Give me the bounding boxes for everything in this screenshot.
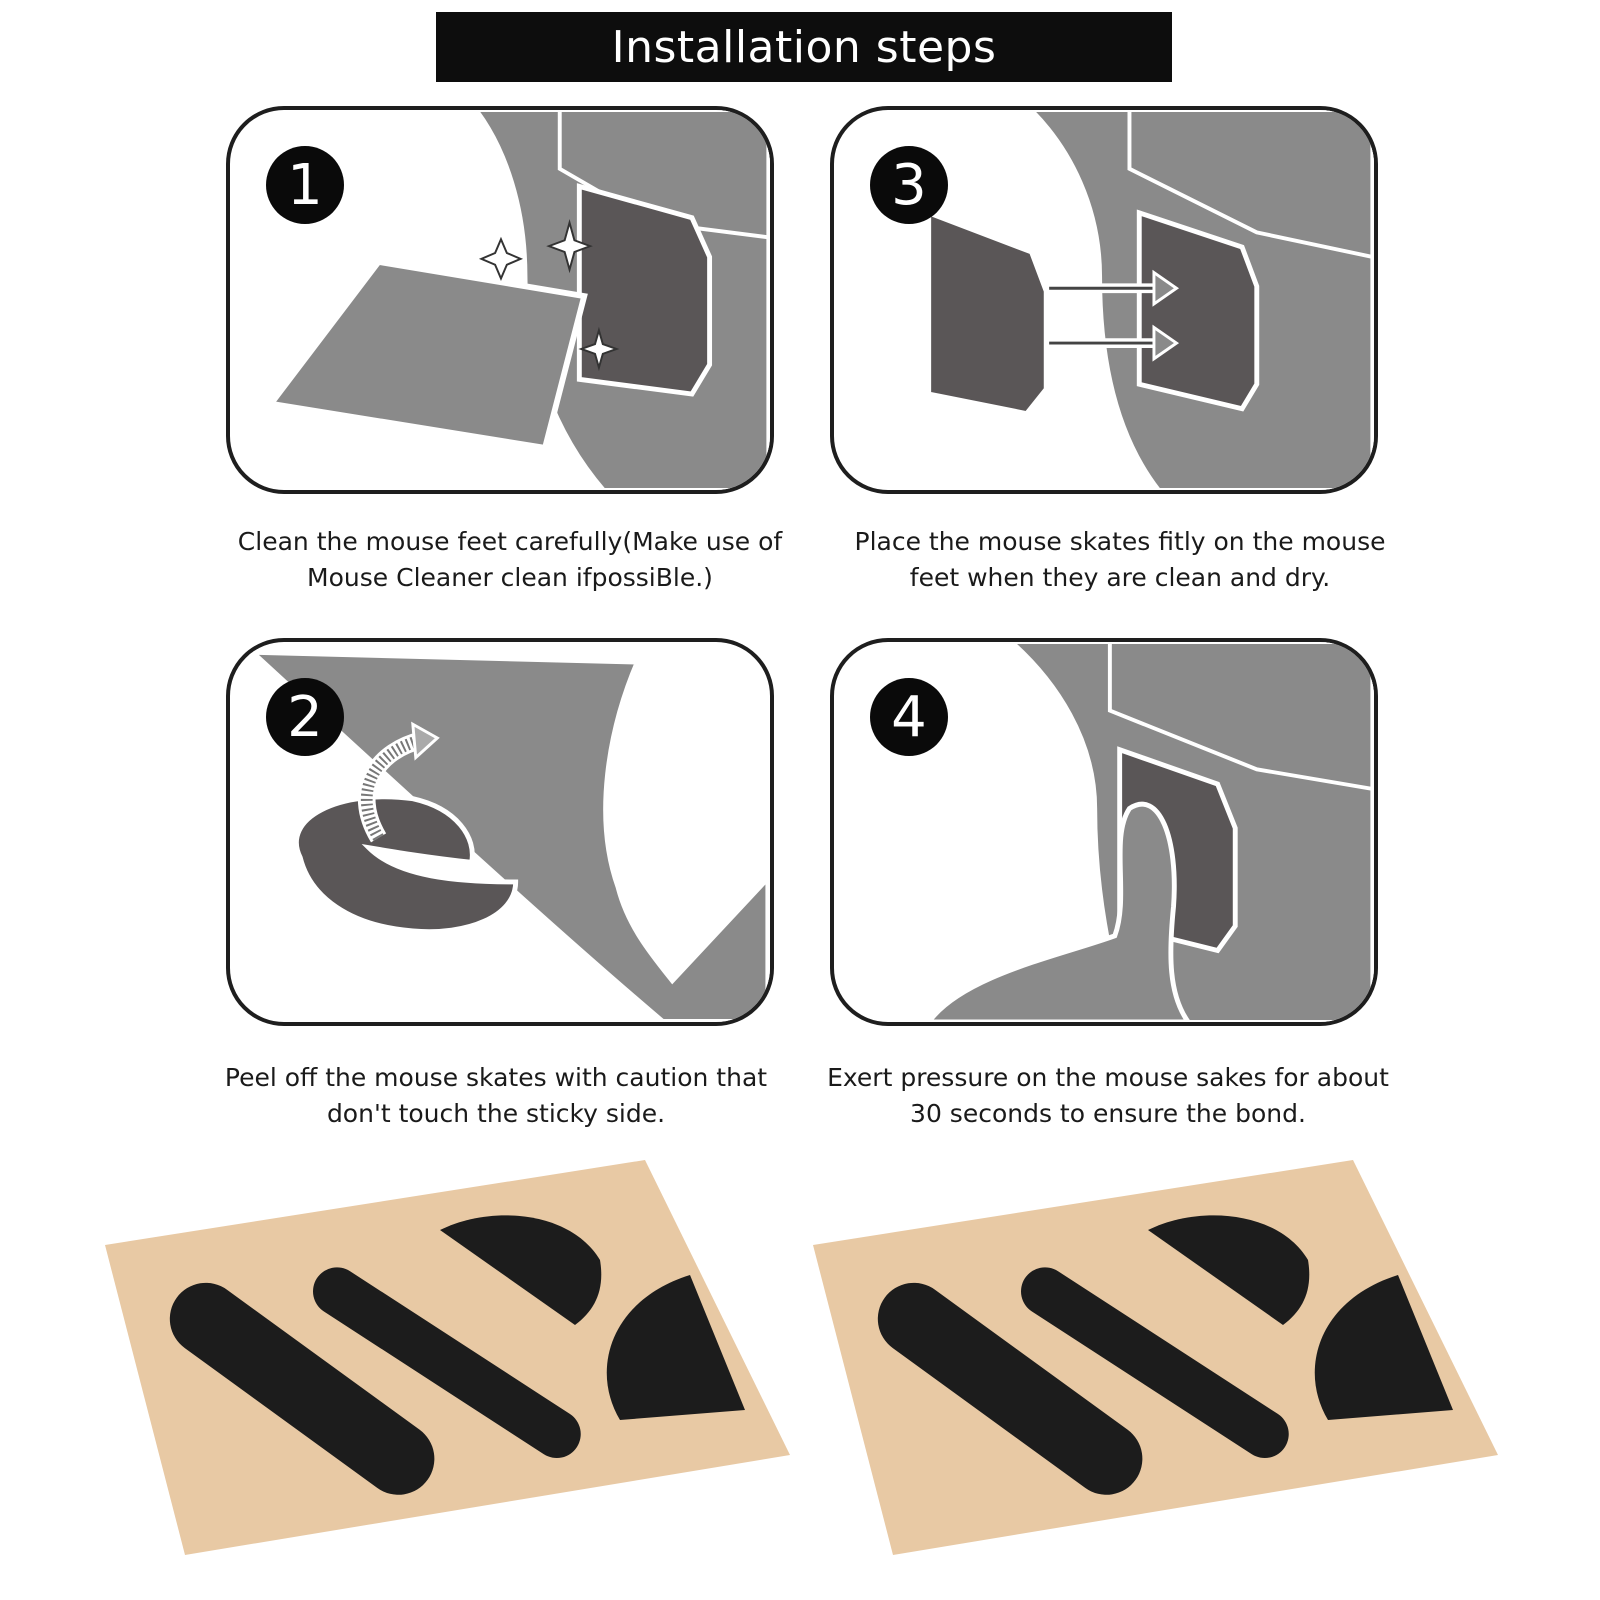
curved-arrow-icon bbox=[358, 721, 440, 843]
arrow-right-icon bbox=[1049, 269, 1180, 362]
step-2-illustration: 2 bbox=[226, 638, 774, 1026]
page-title: Installation steps bbox=[436, 12, 1172, 82]
step-4-caption: Exert pressure on the mouse sakes for ab… bbox=[827, 1063, 1389, 1128]
skates-product-photo-right bbox=[808, 1150, 1508, 1570]
skate-pill-large bbox=[877, 1282, 1143, 1495]
skates-product-photo-left bbox=[100, 1150, 800, 1570]
step-3-drawing bbox=[926, 110, 1374, 490]
step-1-drawing bbox=[265, 110, 770, 490]
skate-half-round-top bbox=[440, 1215, 602, 1325]
skate-half-round-right bbox=[606, 1275, 745, 1420]
step-1-badge: 1 bbox=[266, 146, 344, 224]
step-3-badge: 3 bbox=[870, 146, 948, 224]
sparkle-icon bbox=[478, 236, 524, 281]
skates-on-backing-sheet bbox=[813, 1160, 1498, 1555]
skate-half-round-right bbox=[1314, 1275, 1453, 1420]
step-2-drawing bbox=[243, 648, 770, 1022]
step-2-badge: 2 bbox=[266, 678, 344, 756]
step-2-caption: Peel off the mouse skates with caution t… bbox=[224, 1063, 768, 1128]
skates-on-backing-sheet bbox=[105, 1160, 790, 1555]
sparkle-icon bbox=[546, 218, 593, 274]
step-4-illustration: 4 bbox=[830, 638, 1378, 1026]
skate-pill-thin bbox=[1021, 1267, 1289, 1459]
step-3-caption: Place the mouse skates fitly on the mous… bbox=[854, 527, 1386, 592]
step-4-drawing bbox=[925, 642, 1374, 1022]
step-4-badge: 4 bbox=[870, 678, 948, 756]
skate-half-round-top bbox=[1148, 1215, 1310, 1325]
step-1-illustration: 1 bbox=[226, 106, 774, 494]
skate-pill-thin bbox=[313, 1267, 581, 1459]
skate-pill-large bbox=[169, 1282, 435, 1495]
sparkle-icon bbox=[578, 326, 620, 372]
step-3-illustration: 3 bbox=[830, 106, 1378, 494]
step-1-caption: Clean the mouse feet carefully(Make use … bbox=[237, 527, 783, 592]
finger-shape bbox=[925, 801, 1192, 1022]
